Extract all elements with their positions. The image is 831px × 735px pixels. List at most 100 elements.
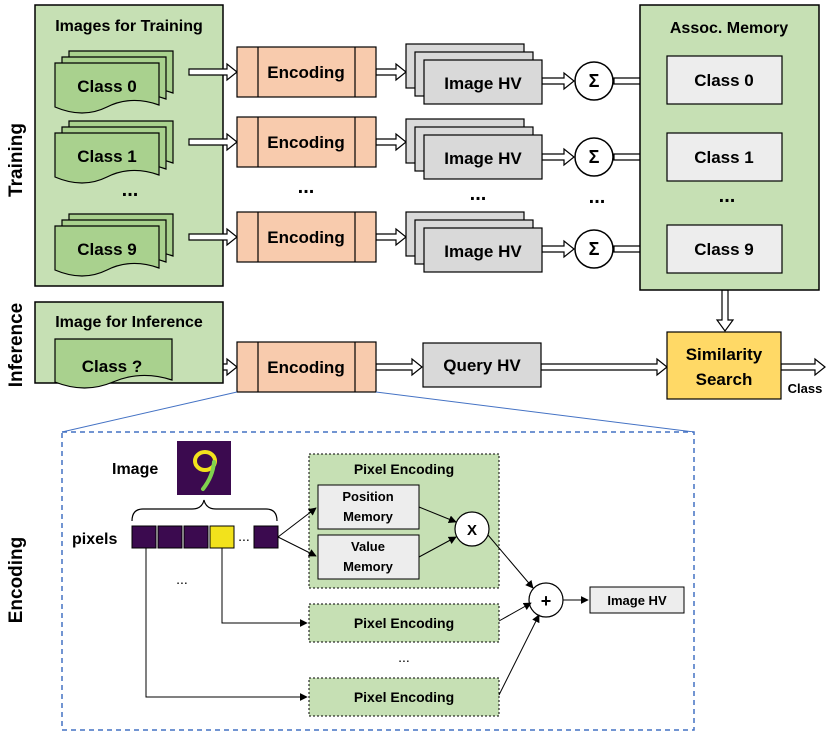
arrow-encoding9-to-hv xyxy=(375,227,407,247)
arrow-hv1-to-sum xyxy=(541,147,575,167)
connector-position-to-multiply xyxy=(418,506,457,524)
detail-image-label: Image xyxy=(112,461,158,478)
assoc-memory-class-9-box xyxy=(666,224,783,274)
arrow-memory-to-search xyxy=(715,289,735,333)
encoding-label-row-1: Encoding xyxy=(267,133,344,152)
class-1-image-stack xyxy=(54,120,174,184)
zoom-line-left xyxy=(61,391,238,433)
encoding-block-row-1 xyxy=(236,116,377,168)
multiply-circle xyxy=(454,511,490,547)
sum-symbol-row-9: Σ xyxy=(589,239,600,259)
assoc-memory-class-0-box xyxy=(666,55,783,105)
inference-class-document xyxy=(54,338,173,389)
detail-connectors xyxy=(145,506,589,701)
encoding-label-row-9: Encoding xyxy=(267,228,344,247)
inference-panel-title: Image for Inference xyxy=(55,314,203,331)
class-0-image-stack xyxy=(54,50,174,114)
arrow-hv0-to-sum xyxy=(541,71,575,91)
sum-circle-row-9 xyxy=(574,229,614,269)
value-memory-line-1: Value xyxy=(351,539,385,554)
image-hv-stack-row-1 xyxy=(405,118,543,180)
sum-circle-row-0 xyxy=(574,61,614,101)
encoding-label-inference: Encoding xyxy=(267,358,344,377)
similarity-search-line-2: Search xyxy=(696,370,753,389)
zoom-line-right xyxy=(375,391,695,433)
query-hv-label: Query HV xyxy=(443,356,521,375)
image-hv-stack-row-9 xyxy=(405,211,543,273)
pixel-square-1 xyxy=(131,525,157,549)
arrow-class1-to-encoding xyxy=(188,132,238,152)
connector-pixels-to-position-memory xyxy=(277,507,317,538)
arrow-class0-to-encoding xyxy=(188,62,238,82)
inference-side-label: Inference xyxy=(6,303,27,387)
encoding-side-label: Encoding xyxy=(6,537,27,624)
similarity-search-line-1: Similarity xyxy=(686,345,763,364)
multiply-symbol: X xyxy=(467,522,477,539)
connector-pixel4-to-row2 xyxy=(221,548,308,627)
sum-circle-row-1 xyxy=(574,137,614,177)
training-side-label: Training xyxy=(6,123,27,197)
mnist-digit-thumbnail xyxy=(177,441,231,495)
pixel-encoding-label-3: Pixel Encoding xyxy=(354,689,454,705)
arrow-class9-to-encoding xyxy=(188,227,238,247)
encoding-block-row-0 xyxy=(236,46,377,98)
class-9-image-stack xyxy=(54,213,174,277)
pixel-square-3 xyxy=(183,525,209,549)
training-class-0-label: Class 0 xyxy=(77,77,137,96)
connector-row2-to-plus xyxy=(498,602,532,622)
arrow-encoding1-to-hv xyxy=(375,132,407,152)
position-memory-line-2: Memory xyxy=(343,509,394,524)
assoc-memory-ellipsis: ... xyxy=(719,185,736,207)
pixel-encoding-box-3 xyxy=(308,677,500,717)
detail-image-hv-box xyxy=(589,586,685,614)
sum-symbol-row-0: Σ xyxy=(589,71,600,91)
encoding-label-row-0: Encoding xyxy=(267,63,344,82)
pixel-encoding-box-2 xyxy=(308,603,500,643)
assoc-memory-class-0-label: Class 0 xyxy=(694,71,754,90)
query-hv-box xyxy=(422,342,542,388)
pixel-squares xyxy=(131,525,279,549)
value-memory-line-2: Memory xyxy=(343,559,394,574)
image-hv-label-row-0: Image HV xyxy=(444,74,522,93)
arrow-encoding0-to-hv xyxy=(375,62,407,82)
training-panel-title: Images for Training xyxy=(55,18,203,35)
assoc-memory-class-9-label: Class 9 xyxy=(694,240,754,259)
output-class-label: Class xyxy=(788,381,823,396)
image-hv-stack-row-0 xyxy=(405,43,543,105)
pixel-brace xyxy=(131,499,278,522)
training-class-ellipsis: ... xyxy=(122,179,139,201)
arrow-encoding-to-query-hv xyxy=(375,357,423,377)
sum-ellipsis: ... xyxy=(589,186,606,208)
pixel-encoding-title: Pixel Encoding xyxy=(354,461,454,477)
connector-multiply-to-plus xyxy=(487,534,534,589)
assoc-memory-class-1-box xyxy=(666,132,783,182)
pixel-encoding-rows-ellipsis: ... xyxy=(398,649,410,665)
inference-class-label: Class ? xyxy=(82,357,142,376)
assoc-memory-title: Assoc. Memory xyxy=(670,20,788,37)
connector-pixels-to-value-memory xyxy=(277,536,317,557)
position-memory-box xyxy=(317,484,420,530)
pixel-square-4 xyxy=(209,525,235,549)
encoding-block-inference xyxy=(236,341,377,393)
training-class-9-label: Class 9 xyxy=(77,240,137,259)
detail-image-hv-label: Image HV xyxy=(607,593,667,608)
image-hv-label-row-1: Image HV xyxy=(444,149,522,168)
value-memory-box xyxy=(317,534,420,580)
arrow-hv9-to-sum xyxy=(541,239,575,259)
connector-row3-to-plus xyxy=(498,614,540,696)
pixel-dots: ... xyxy=(238,528,250,544)
detail-columns-ellipsis: ... xyxy=(176,571,188,587)
connector-pixel1-to-row3 xyxy=(145,548,308,701)
sum-symbol-row-1: Σ xyxy=(589,147,600,167)
similarity-search-box xyxy=(666,331,782,400)
image-hv-ellipsis: ... xyxy=(470,183,487,205)
assoc-memory-class-1-label: Class 1 xyxy=(694,148,754,167)
image-hv-label-row-9: Image HV xyxy=(444,242,522,261)
detail-pixels-label: pixels xyxy=(72,531,117,548)
pixel-square-last xyxy=(253,525,279,549)
plus-symbol: + xyxy=(541,591,552,611)
training-class-1-label: Class 1 xyxy=(77,147,137,166)
pixel-encoding-label-2: Pixel Encoding xyxy=(354,615,454,631)
arrow-query-hv-to-search xyxy=(540,357,668,377)
